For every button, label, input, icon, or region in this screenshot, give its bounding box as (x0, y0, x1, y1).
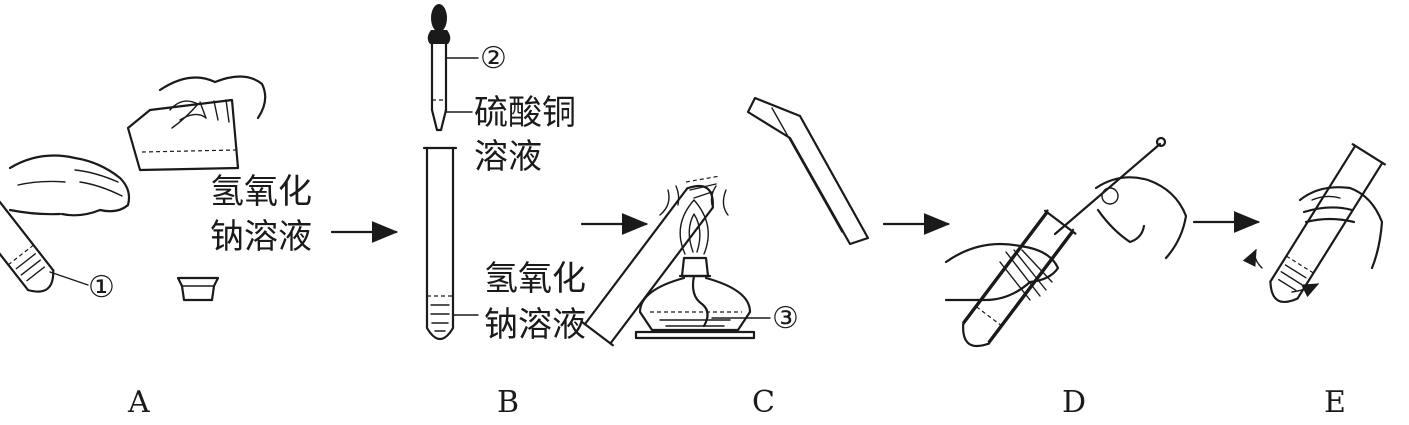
step-letter-e: E (1324, 385, 1346, 420)
step-letter-c: C (752, 385, 775, 420)
shake-arrow-left (1255, 250, 1262, 268)
step-c: ③ C (583, 98, 868, 420)
step-letter-d: D (1062, 385, 1086, 420)
reagent-label-a-2: 钠溶液 (210, 217, 312, 257)
marker-1: ① (88, 270, 115, 305)
glass-rod-d (1055, 138, 1165, 234)
tube-label-b-2: 钠溶液 (484, 305, 586, 345)
step-letter-b: B (497, 385, 519, 420)
dropper-label-b-1: 硫酸铜 (474, 93, 576, 133)
tube-holder-c (748, 98, 868, 244)
tube-label-b-1: 氢氧化 (484, 259, 586, 299)
step-d: D (946, 138, 1186, 420)
step-letter-a: A (127, 385, 150, 420)
step-a: 氢氧化 钠溶液 ① A (0, 76, 312, 420)
hand-d-right (1096, 177, 1186, 258)
step-b: ② 硫酸铜 溶液 氢氧化 钠溶液 B (424, 4, 586, 420)
leader-line-a (50, 272, 88, 285)
test-tube-e (1262, 144, 1385, 310)
test-tube-b (424, 148, 456, 339)
alcohol-lamp-c (636, 258, 754, 338)
beaker-a (128, 100, 238, 170)
stopper-a (178, 278, 218, 300)
dropper-label-b-2: 溶液 (474, 137, 542, 177)
flame-c (660, 186, 728, 254)
test-tube-d (963, 211, 1073, 342)
reagent-label-a-1: 氢氧化 (210, 172, 312, 212)
marker-2: ② (480, 41, 507, 76)
step-e: E (1255, 144, 1385, 420)
hand-a-left (10, 156, 129, 216)
dropper-b (428, 4, 451, 130)
marker-3: ③ (772, 301, 799, 336)
